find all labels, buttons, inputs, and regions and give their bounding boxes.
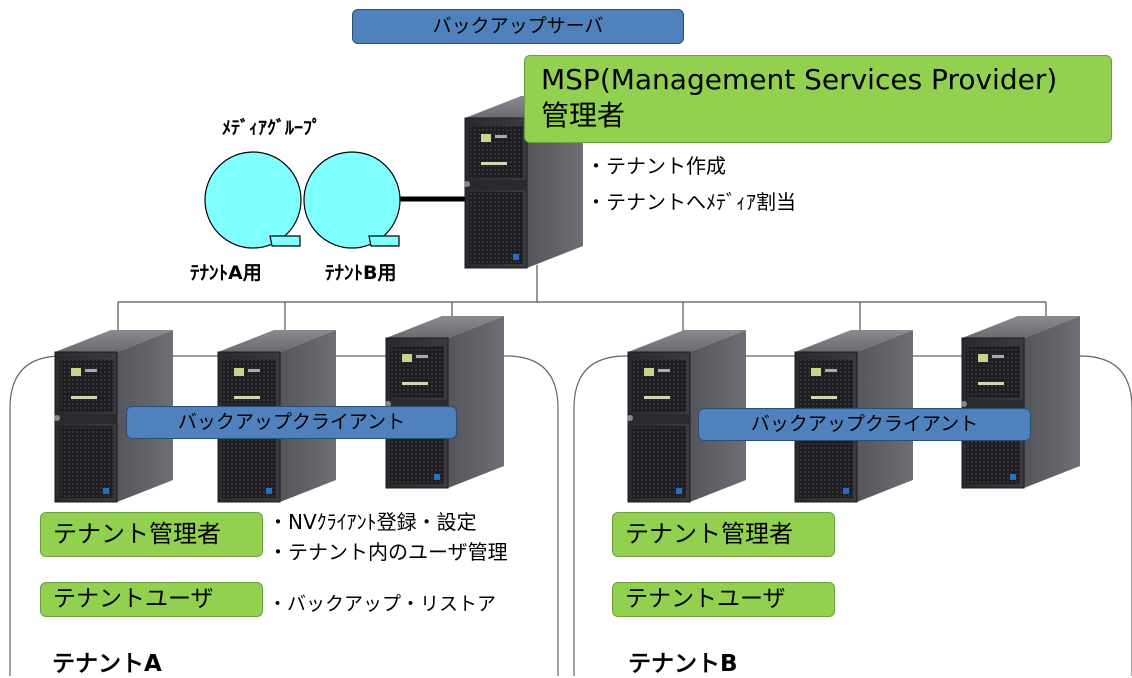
- tenant-b-client-label: バックアップクライアント: [698, 408, 1031, 441]
- tenant-b-user-box: テナントユーザ: [612, 582, 835, 617]
- server-icon: [960, 315, 1081, 489]
- server-icon: [384, 315, 505, 489]
- msp-role: 管理者: [541, 99, 626, 132]
- tenant-a-admin-task-user-mgmt: ・テナント内のユーザ管理: [268, 540, 508, 564]
- media-tenant-b-label: ﾃﾅﾝﾄB用: [325, 262, 397, 284]
- media-tape-icon: [303, 151, 401, 249]
- msp-title: MSP(Management Services Provider): [541, 63, 1058, 96]
- msp-admin-box: MSP(Management Services Provider) 管理者: [524, 55, 1112, 143]
- tenant-b-name: テナントB: [628, 651, 738, 677]
- msp-task-assign-media: ・テナントへﾒﾃﾞｨｱ割当: [586, 190, 796, 214]
- media-tenant-a-label: ﾃﾅﾝﾄA用: [190, 262, 262, 284]
- tenant-a-client-label: バックアップクライアント: [126, 406, 457, 439]
- media-tape-icon: [204, 151, 302, 249]
- tenant-a-name: テナントA: [52, 651, 162, 677]
- tenant-b-admin-box: テナント管理者: [612, 512, 835, 557]
- tenant-a-admin-box: テナント管理者: [40, 512, 263, 557]
- msp-task-create-tenant: ・テナント作成: [586, 154, 726, 178]
- tenant-a-admin-task-register: ・NVｸﾗｲｱﾝﾄ登録・設定: [268, 510, 477, 534]
- media-group-label: ﾒﾃﾞｨｱｸﾞﾙｰﾌﾟ: [222, 118, 321, 139]
- backup-server-label: バックアップサーバ: [352, 9, 684, 44]
- tenant-a-user-task-backup: ・バックアップ・リストア: [268, 593, 497, 615]
- tenant-a-user-box: テナントユーザ: [40, 582, 263, 617]
